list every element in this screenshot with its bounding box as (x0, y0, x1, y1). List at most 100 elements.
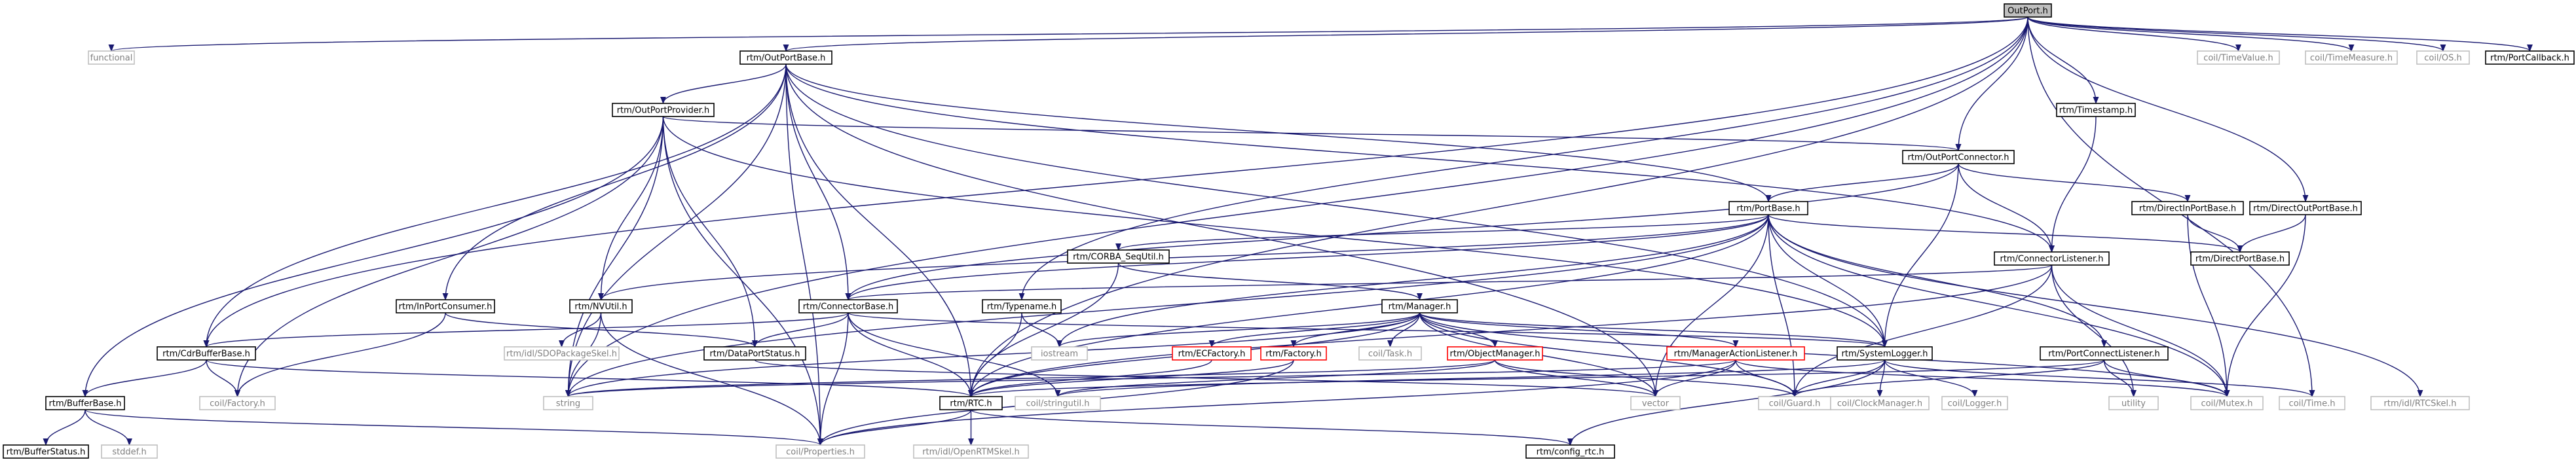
edge-portconnectlistener-h-to-rtc-h (968, 359, 2105, 398)
node-rtm-outportconnector-h[interactable]: rtm/OutPortConnector.h (1902, 150, 2015, 164)
node-box (3, 444, 89, 459)
edge-directinportbase-h-to-directportbase-h (2187, 214, 2243, 253)
node-rtm-directinportbase-h[interactable]: rtm/DirectInPortBase.h (2131, 201, 2244, 215)
edge-manager-h-to-manageractionlistener-h (1419, 312, 1739, 348)
node-box (569, 299, 633, 313)
node-rtm-manager-h[interactable]: rtm/Manager.h (1381, 299, 1458, 313)
node-box (1666, 346, 1805, 361)
node-label: coil/Factory.h (210, 399, 265, 409)
edge-outportbase-h-to-connectorlistener-h (785, 63, 2055, 253)
node-label: coil/TimeValue.h (2203, 54, 2273, 63)
node-rtm-timestamp-h[interactable]: rtm/Timestamp.h (2056, 103, 2136, 117)
node-label: coil/Guard.h (1769, 399, 1821, 409)
node-rtm-outportprovider-h[interactable]: rtm/OutPortProvider.h (612, 103, 715, 117)
edge-outport-h-to-outportconnector-h (1955, 16, 2028, 152)
edge-outportprovider-h-to-bufferbase-h (82, 116, 664, 398)
node-functional: functional (88, 50, 135, 65)
node-rtm-rtc-h[interactable]: rtm/RTC.h (939, 396, 1003, 410)
node-label: rtm/BufferBase.h (49, 399, 122, 409)
node-label: rtm/ConnectorListener.h (2000, 255, 2103, 264)
edge-layer (43, 16, 2533, 446)
edge-rtc-h-to-properties-h (817, 409, 972, 446)
node-rtm-outportbase-h[interactable]: rtm/OutPortBase.h (739, 50, 832, 65)
node-rtm-portcallback-h[interactable]: rtm/PortCallback.h (2485, 50, 2575, 65)
node-rtm-bufferbase-h[interactable]: rtm/BufferBase.h (45, 396, 125, 410)
node-rtm-inportconsumer-h[interactable]: rtm/InPortConsumer.h (396, 299, 495, 313)
node-rtm-directoutportbase-h[interactable]: rtm/DirectOutPortBase.h (2249, 201, 2362, 215)
edge-connectorlistener-h-to-rtc-h (968, 264, 2053, 398)
edge-outport-h-to-os-h (2027, 16, 2446, 52)
node-rtm-systemlogger-h[interactable]: rtm/SystemLogger.h (1837, 346, 1933, 361)
edge-outportbase-h-to-string (565, 63, 787, 398)
node-coil-mutex-h: coil/Mutex.h (2190, 396, 2264, 410)
node-rtm-bufferstatus-h[interactable]: rtm/BufferStatus.h (3, 444, 89, 459)
edge-portconnectlistener-h-to-mutex-h (2103, 359, 2230, 398)
edge-manager-h-to-systemlogger-h (1419, 312, 1888, 348)
node-box (775, 444, 865, 459)
node-outport-h[interactable]: OutPort.h (2004, 3, 2052, 18)
edge-objectmanager-h-to-stringutil-h (1055, 359, 1496, 398)
node-rtm-dataportstatus-h[interactable]: rtm/DataPortStatus.h (703, 346, 806, 361)
node-rtm-corba-sequtil-h[interactable]: rtm/CORBA_SeqUtil.h (1067, 249, 1170, 264)
edge-outport-h-to-portcallback-h (2027, 16, 2533, 52)
node-label: rtm/OutPortProvider.h (617, 106, 710, 116)
node-rtm-connectorbase-h[interactable]: rtm/ConnectorBase.h (798, 299, 898, 313)
node-rtm-cdrbufferbase-h[interactable]: rtm/CdrBufferBase.h (157, 346, 256, 361)
node-label: coil/ClockManager.h (1837, 399, 1922, 409)
node-rtm-nvutil-h[interactable]: rtm/NVUtil.h (569, 299, 633, 313)
node-label: rtm/CORBA_SeqUtil.h (1073, 253, 1164, 262)
node-box (2108, 396, 2159, 410)
edge-outport-h-to-string (565, 16, 2028, 398)
node-rtm-directportbase-h[interactable]: rtm/DirectPortBase.h (2190, 251, 2290, 266)
node-box (1902, 150, 2015, 164)
node-rtm-config-rtc-h[interactable]: rtm/config_rtc.h (1525, 444, 1615, 459)
edge-systemlogger-h-to-config-rtc-h (1567, 359, 1886, 446)
edge-outportbase-h-to-properties-h (785, 63, 823, 446)
node-box (2190, 251, 2290, 266)
edge-objectmanager-h-to-guard-h (1494, 359, 1798, 398)
edge-connectorlistener-h-to-guard-h (1791, 264, 2053, 398)
node-rtm-factory-h[interactable]: rtm/Factory.h (1260, 346, 1327, 361)
edge-directoutportbase-h-to-directportbase-h (2237, 214, 2306, 253)
node-coil-timevalue-h: coil/TimeValue.h (2197, 50, 2280, 65)
edge-connectorbase-h-to-dataportstatus-h (752, 312, 849, 348)
edge-portbase-h-to-string (565, 214, 1769, 398)
node-label: rtm/OutPortBase.h (747, 54, 826, 63)
node-rtm-manageractionlistener-h[interactable]: rtm/ManagerActionListener.h (1666, 346, 1805, 361)
edge-outport-h-to-timevalue-h (2027, 16, 2241, 52)
node-rtm-ecfactory-h[interactable]: rtm/ECFactory.h (1172, 346, 1252, 361)
edge-outportprovider-h-to-nvutil-h (598, 116, 664, 301)
node-box (2416, 50, 2470, 65)
node-rtm-portbase-h[interactable]: rtm/PortBase.h (1728, 201, 1808, 215)
edge-objectmanager-h-to-string (565, 359, 1496, 398)
edge-connectorbase-h-to-systemlogger-h (848, 312, 1888, 348)
edge-systemlogger-h-to-stringutil-h (1055, 359, 1886, 398)
node-box (2485, 50, 2575, 65)
node-label: rtm/Manager.h (1389, 302, 1451, 312)
node-rtm-typename-h[interactable]: rtm/Typename.h (982, 299, 1062, 313)
node-coil-guard-h: coil/Guard.h (1758, 396, 1831, 410)
node-rtm-portconnectlistener-h[interactable]: rtm/PortConnectListener.h (2040, 346, 2169, 361)
node-label: utility (2121, 399, 2146, 409)
node-box (157, 346, 256, 361)
edge-outportconnector-h-to-directinportbase-h (1958, 163, 2191, 203)
node-box (1447, 346, 1543, 361)
node-coil-clockmanager-h: coil/ClockManager.h (1830, 396, 1930, 410)
edge-outport-h-to-typename-h (1018, 16, 2028, 301)
edge-outportbase-h-to-rtc-h (785, 63, 974, 398)
node-rtm-connectorlistener-h[interactable]: rtm/ConnectorListener.h (1994, 251, 2110, 266)
edge-rtc-h-to-config-rtc-h (970, 409, 1573, 446)
node-box (2197, 50, 2280, 65)
node-string: string (543, 396, 593, 410)
edge-portbase-h-to-vector (1652, 214, 1769, 398)
node-box (2370, 396, 2470, 410)
node-label: coil/Properties.h (786, 448, 855, 457)
edge-timestamp-h-to-connectorlistener-h (2049, 116, 2097, 253)
node-box (1630, 396, 1681, 410)
edge-cdrbufferbase-h-to-rtc-h (206, 359, 974, 398)
edge-objectmanager-h-to-vector (1494, 359, 1658, 398)
node-coil-stringutil-h: coil/stringutil.h (1015, 396, 1101, 410)
node-rtm-objectmanager-h[interactable]: rtm/ObjectManager.h (1447, 346, 1543, 361)
node-vector: vector (1630, 396, 1681, 410)
node-coil-timemeasure-h: coil/TimeMeasure.h (2305, 50, 2398, 65)
